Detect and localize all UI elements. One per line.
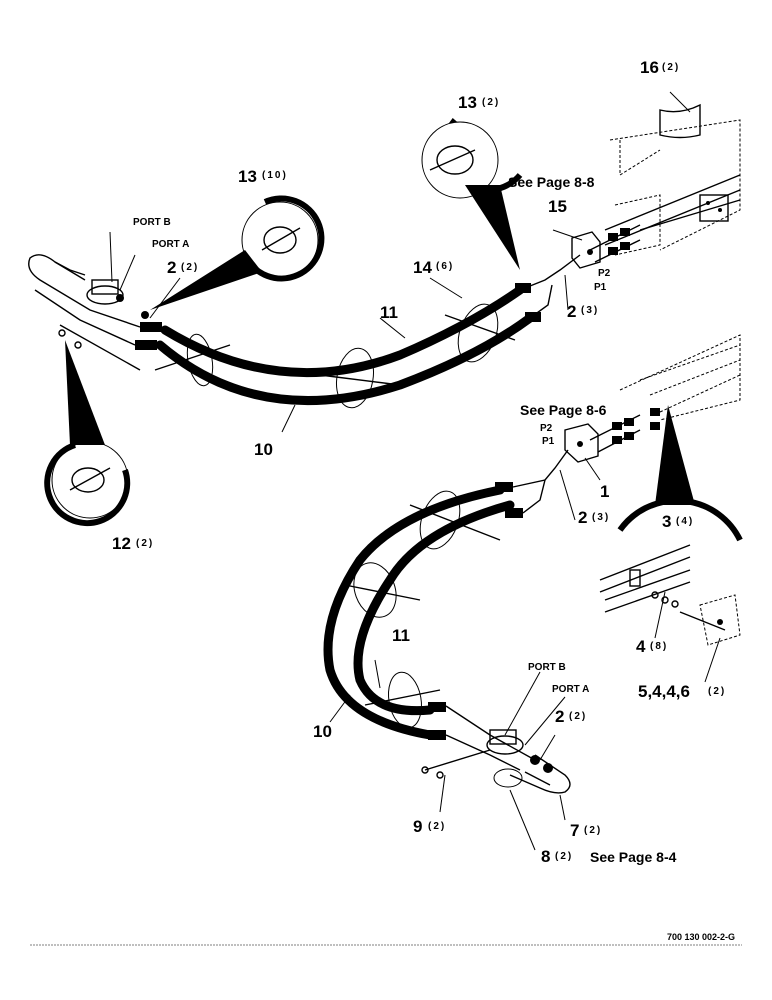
- callout-13-left: 13 (10): [238, 167, 288, 186]
- callout-5-4-4-6: 5,4,4,6 (2): [638, 682, 726, 701]
- svg-text:12: 12: [112, 534, 131, 553]
- svg-text:(2): (2): [136, 538, 154, 549]
- see-page-8-6-text: See Page 8-6: [520, 402, 607, 418]
- svg-text:2: 2: [578, 508, 587, 527]
- top-hose-assembly: [28, 224, 641, 409]
- bottom-hose-assembly: [323, 408, 660, 794]
- svg-text:(2): (2): [662, 62, 680, 73]
- svg-text:(4): (4): [676, 516, 694, 527]
- callout-11-top: 11: [380, 303, 398, 322]
- svg-text:(6): (6): [436, 261, 454, 272]
- svg-text:4: 4: [636, 637, 646, 656]
- svg-text:2: 2: [167, 258, 176, 277]
- svg-text:2: 2: [567, 302, 576, 321]
- callout-14: 14 (6): [413, 258, 454, 277]
- port-b-top-label: PORT B: [133, 217, 171, 228]
- svg-text:(2): (2): [584, 825, 602, 836]
- callout-4: 4 (8): [636, 637, 668, 656]
- port-a-top-label: PORT A: [152, 239, 189, 250]
- detail-callout-3-4-5-6: [599, 405, 743, 646]
- detail-callout-13-top: [421, 118, 523, 270]
- callout-16: 16 (2): [640, 58, 680, 77]
- callout-2-bottom-left: 2 (2): [555, 707, 587, 726]
- leader-lines: [109, 91, 721, 851]
- svg-text:(2): (2): [428, 821, 446, 832]
- detail-callout-13-left: [150, 195, 325, 310]
- callout-1: 1: [600, 482, 609, 501]
- callout-15: 15: [548, 197, 567, 216]
- port-b-bottom-label: PORT B: [528, 662, 566, 673]
- p1-top-label: P1: [594, 282, 607, 293]
- svg-text:9: 9: [413, 817, 422, 836]
- callout-8: 8 (2) See Page 8-4: [541, 847, 677, 866]
- svg-text:16: 16: [640, 58, 659, 77]
- lower-frame-assembly: [619, 334, 741, 421]
- callout-11-bottom: 11: [392, 626, 410, 645]
- svg-text:(2): (2): [555, 851, 573, 862]
- callout-10-bottom: 10: [313, 722, 332, 741]
- svg-text:(8): (8): [650, 641, 668, 652]
- callout-2-top-right: 2 (3): [567, 302, 599, 321]
- callout-2-bottom-right: 2 (3): [578, 508, 610, 527]
- p2-bottom-label: P2: [540, 423, 553, 434]
- figure-number: 700 130 002-2-G: [667, 932, 735, 942]
- svg-text:(2): (2): [181, 262, 199, 273]
- detail-callout-12: [44, 340, 131, 527]
- p1-bottom-label: P1: [542, 436, 555, 447]
- callout-13-top: 13 (2): [458, 93, 500, 112]
- port-a-bottom-label: PORT A: [552, 684, 589, 695]
- svg-text:13: 13: [458, 93, 477, 112]
- svg-text:8: 8: [541, 847, 550, 866]
- callout-9: 9 (2): [413, 817, 446, 836]
- svg-text:7: 7: [570, 821, 579, 840]
- callout-7: 7 (2): [570, 821, 602, 840]
- svg-text:(10): (10): [262, 170, 288, 181]
- callout-2-top-left: 2 (2): [167, 258, 199, 277]
- svg-text:See Page 8-4: See Page 8-4: [590, 849, 677, 865]
- callout-12: 12 (2): [112, 534, 154, 553]
- see-page-8-8-text: See Page 8-8: [508, 174, 595, 190]
- svg-text:3: 3: [662, 512, 671, 531]
- svg-text:5,4,4,6: 5,4,4,6: [638, 682, 690, 701]
- svg-text:(3): (3): [592, 512, 610, 523]
- svg-text:13: 13: [238, 167, 257, 186]
- svg-text:(2): (2): [569, 711, 587, 722]
- callout-10-top: 10: [254, 440, 273, 459]
- svg-text:(3): (3): [581, 305, 599, 316]
- callout-3: 3 (4): [662, 512, 694, 531]
- svg-text:14: 14: [413, 258, 432, 277]
- svg-text:(2): (2): [708, 686, 726, 697]
- svg-text:(2): (2): [482, 97, 500, 108]
- p2-top-label: P2: [598, 268, 611, 279]
- svg-text:2: 2: [555, 707, 564, 726]
